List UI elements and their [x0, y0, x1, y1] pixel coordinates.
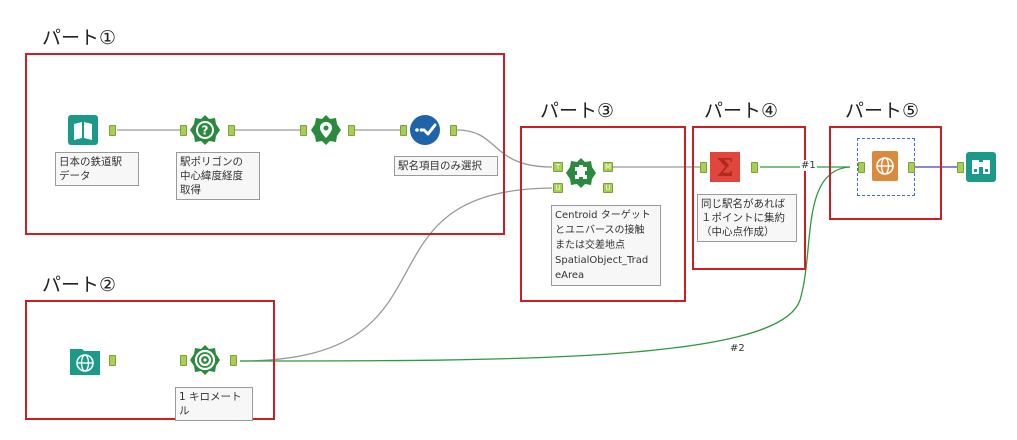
wire-tradearea-to-report — [239, 166, 851, 362]
trade-area-tool[interactable] — [190, 345, 220, 375]
input-anchor[interactable] — [700, 162, 707, 173]
summarize-tool[interactable]: Σ — [710, 152, 740, 182]
input-anchor[interactable] — [858, 162, 865, 173]
output-anchor[interactable] — [109, 125, 116, 136]
tool-annotation: 1 キロメートル — [175, 387, 253, 421]
output-anchor[interactable] — [109, 355, 116, 366]
select-tool[interactable] — [410, 115, 440, 145]
target-anchor[interactable]: T — [553, 162, 563, 172]
output-anchor[interactable] — [348, 125, 355, 136]
unmatched-anchor[interactable]: U — [603, 183, 613, 193]
part-box-5 — [829, 126, 942, 220]
part-title-2: パート② — [42, 274, 117, 296]
connection-label: #1 — [800, 160, 817, 171]
book-icon — [68, 115, 98, 145]
output-anchor[interactable] — [908, 162, 915, 173]
input-anchor[interactable] — [180, 125, 187, 136]
question-gear-icon: ? — [190, 115, 220, 145]
input-data-tool[interactable] — [68, 115, 98, 145]
part-title-5: パート⑤ — [845, 100, 920, 122]
input-anchor[interactable] — [180, 355, 187, 366]
tool-annotation: 駅名項目のみ選択 — [394, 156, 498, 176]
puzzle-icon — [566, 158, 596, 188]
part-box-4 — [692, 126, 806, 270]
svg-text:?: ? — [202, 124, 209, 138]
tool-annotation: 日本の鉄道駅 データ — [55, 152, 139, 186]
create-points-tool[interactable] — [311, 115, 341, 145]
tool-annotation: 駅ポリゴンの 中心緯度経度 取得 — [176, 152, 260, 200]
report-map-tool[interactable] — [870, 151, 900, 181]
part-box-2 — [25, 300, 275, 420]
input-anchor[interactable] — [400, 125, 407, 136]
globe-map-icon — [872, 151, 898, 181]
sigma-icon: Σ — [710, 152, 740, 182]
formula-tool[interactable]: ? — [190, 115, 220, 145]
binoculars-icon — [966, 152, 996, 182]
map-pin-icon — [311, 115, 341, 145]
spatial-match-tool[interactable] — [566, 158, 596, 188]
tool-annotation: Centroid ターゲット とユニバースの接触 または交差地点 Spatial… — [551, 205, 661, 286]
checkmark-icon — [410, 115, 440, 145]
input-anchor[interactable] — [300, 125, 307, 136]
universe-anchor[interactable]: U — [553, 183, 563, 193]
target-icon — [190, 345, 220, 375]
part-box-3 — [520, 126, 686, 302]
input-geo-tool[interactable] — [70, 345, 100, 375]
part-title-3: パート③ — [540, 100, 615, 122]
wire-select-to-spatial-target — [456, 129, 553, 168]
output-anchor[interactable] — [751, 162, 758, 173]
globe-folder-icon — [70, 349, 100, 375]
output-anchor[interactable] — [450, 125, 457, 136]
wire-tradearea-to-spatial-universe — [239, 187, 553, 362]
part-title-4: パート④ — [704, 100, 779, 122]
browse-tool[interactable] — [966, 152, 996, 182]
svg-text:Σ: Σ — [717, 153, 734, 182]
connection-label: #2 — [729, 343, 746, 354]
output-anchor[interactable] — [230, 355, 237, 366]
part-box-1 — [25, 53, 505, 235]
output-anchor[interactable] — [228, 125, 235, 136]
tool-annotation: 同じ駅名があれば １ポイントに集約 （中心点作成） — [697, 194, 797, 242]
input-anchor[interactable] — [957, 162, 964, 173]
part-title-1: パート① — [42, 27, 117, 49]
match-anchor[interactable]: M — [603, 162, 613, 172]
